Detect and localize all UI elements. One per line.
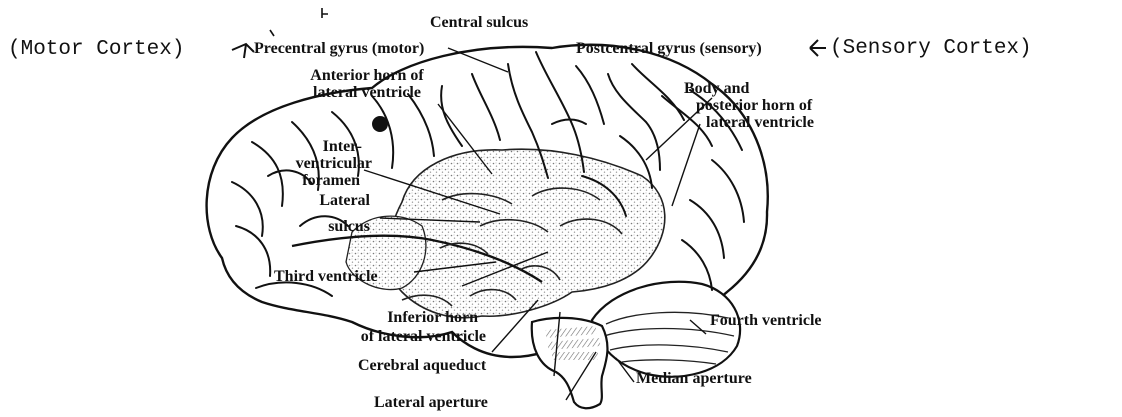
- body-posterior-horn-label: Body and posterior horn of lateral ventr…: [684, 80, 814, 131]
- lateral-aperture-label: Lateral aperture: [374, 394, 488, 411]
- inferior-horn-line-1: Inferior horn: [320, 309, 478, 326]
- lateral-sulcus-label: Lateral sulcus: [290, 192, 370, 235]
- third-ventricle-label: Third ventricle: [274, 268, 378, 285]
- precentral-gyrus-label: Precentral gyrus (motor): [254, 40, 424, 57]
- anterior-horn-line-1: Anterior horn of: [282, 67, 452, 84]
- interventricular-foramen-label: Inter- ventricular foramen: [276, 138, 372, 189]
- fourth-ventricle-label: Fourth ventricle: [710, 312, 822, 329]
- tick-marks: [270, 8, 328, 36]
- bullet-dot-icon: [372, 116, 388, 132]
- lateral-sulcus-line-2: sulcus: [290, 218, 370, 235]
- central-sulcus-label: Central sulcus: [430, 14, 528, 31]
- body-posterior-line-1: Body and: [684, 80, 814, 97]
- interventricular-line-1: Inter-: [276, 138, 362, 155]
- anterior-horn-line-2: lateral ventricle: [282, 84, 452, 101]
- body-posterior-line-3: lateral ventricle: [706, 114, 814, 131]
- median-aperture-label: Median aperture: [636, 370, 752, 387]
- cerebral-aqueduct-label: Cerebral aqueduct: [358, 357, 486, 374]
- inferior-horn-line-2: of lateral ventricle: [320, 328, 486, 345]
- lateral-sulcus-line-1: Lateral: [290, 192, 370, 209]
- arrow-left-icon: [810, 40, 826, 56]
- interventricular-line-2: ventricular: [276, 155, 372, 172]
- body-posterior-line-2: posterior horn of: [696, 97, 814, 114]
- anterior-horn-label: Anterior horn of lateral ventricle: [282, 67, 452, 101]
- postcentral-gyrus-label: Postcentral gyrus (sensory): [576, 40, 762, 57]
- inferior-horn-label: Inferior horn of lateral ventricle: [320, 309, 486, 345]
- sensory-cortex-label: (Sensory Cortex): [830, 38, 1032, 60]
- arrow-right-icon: [232, 44, 254, 58]
- interventricular-line-3: foramen: [276, 172, 360, 189]
- motor-cortex-label: (Motor Cortex): [8, 39, 184, 61]
